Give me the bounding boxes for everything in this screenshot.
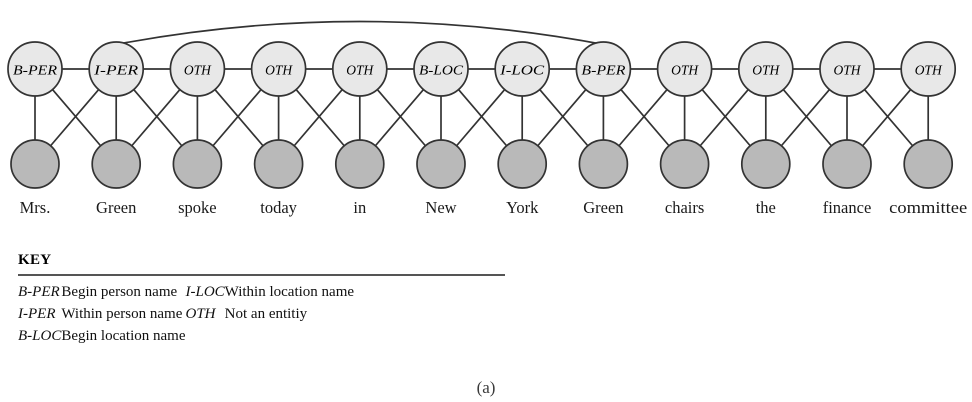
observation-node — [334, 139, 385, 189]
observation-node — [659, 139, 710, 189]
emission-edge-left — [618, 88, 668, 147]
word-label: the — [756, 198, 776, 217]
key-desc-left: Begin location name — [61, 327, 186, 344]
emission-edge-left — [537, 88, 587, 147]
label-node — [575, 41, 632, 97]
observation-node — [740, 139, 791, 189]
observation-nodes-layer — [10, 139, 954, 189]
key-tag-left: B-PER — [18, 284, 60, 300]
observation-node — [10, 139, 60, 189]
label-node-tag: OTH — [265, 63, 293, 78]
word-label: York — [506, 198, 539, 217]
label-node — [7, 41, 63, 97]
emission-edge-right — [701, 88, 751, 147]
label-node — [819, 41, 875, 97]
key-desc-right — [225, 326, 354, 348]
key-tag-left: I-PER — [18, 305, 56, 322]
label-node-tag: B-LOC — [419, 63, 464, 78]
label-node-tag: B-PER — [13, 63, 58, 78]
observation-node — [822, 139, 872, 189]
label-node — [737, 41, 794, 97]
observation-node — [416, 139, 466, 189]
word-label: finance — [823, 198, 872, 217]
label-node — [656, 41, 713, 97]
label-node-tag: OTH — [915, 63, 943, 78]
word-label: chairs — [665, 198, 704, 217]
label-node — [250, 41, 307, 97]
observation-node — [253, 139, 304, 189]
observation-node — [578, 139, 629, 189]
emission-edge-right — [133, 88, 183, 147]
word-label: spoke — [178, 198, 217, 217]
figure-caption: (a) — [476, 378, 496, 397]
emission-edge-right — [457, 88, 508, 147]
crf-graph: B-PER I-PER OTH OTH OTH B-LOC I-LOC B-PER OTH OTH… — [7, 20, 968, 217]
emission-edge-left — [374, 88, 425, 147]
emission-edge-left — [455, 88, 506, 147]
label-node-tag: I-LOC — [499, 63, 545, 78]
key-tag-right: OTH — [185, 305, 216, 322]
label-node-tag: OTH — [833, 63, 861, 78]
key-tag-left: B-LOC — [18, 327, 62, 344]
emission-edge-right — [863, 88, 914, 147]
emission-edge-right — [620, 88, 670, 147]
skip-arc-layer — [113, 20, 607, 46]
key-desc-left: Within person name — [61, 305, 183, 322]
word-label: Mrs. — [20, 198, 51, 217]
observation-node — [91, 139, 142, 189]
label-node-tag: I-PER — [93, 63, 139, 78]
key-divider — [18, 274, 505, 276]
observation-node — [903, 139, 954, 189]
label-node — [494, 41, 551, 97]
label-nodes-layer: B-PER I-PER OTH OTH OTH B-LOC I-LOC B-PER OTH OTH… — [7, 41, 957, 97]
word-label: committee — [889, 198, 967, 217]
emission-edge-right — [51, 88, 102, 147]
emission-edge-right — [295, 88, 345, 147]
emission-edge-left — [212, 88, 262, 147]
emission-edge-right — [376, 88, 427, 147]
key-desc-right: Within location name — [224, 284, 355, 300]
emission-edge-right — [214, 88, 264, 147]
emission-edge-left — [861, 88, 912, 147]
label-node — [331, 41, 388, 97]
word-labels-layer: Mrs. Green spoke today in New York Green chairs t… — [20, 198, 968, 217]
label-node-tag: OTH — [346, 63, 374, 78]
word-label: New — [425, 198, 456, 217]
key-desc-left: Begin person name — [61, 284, 178, 300]
key-tag-right — [185, 326, 224, 348]
label-node-tag: OTH — [671, 63, 699, 78]
observation-node — [497, 139, 548, 189]
key-tag-right: I-LOC — [185, 284, 225, 300]
word-label: in — [353, 198, 366, 217]
word-label: Green — [583, 198, 623, 217]
label-node-tag: OTH — [184, 63, 212, 78]
word-label: today — [260, 198, 297, 217]
emission-edge-right — [539, 88, 589, 147]
label-node — [413, 41, 469, 97]
label-node — [900, 41, 957, 97]
observation-node — [172, 139, 223, 189]
edges-layer — [34, 68, 930, 147]
emission-edge-left — [699, 88, 749, 147]
emission-edge-left — [293, 88, 343, 147]
emission-edge-left — [131, 88, 181, 147]
label-node-tag: B-PER — [581, 63, 626, 78]
word-label: Green — [96, 198, 136, 217]
emission-edge-left — [49, 88, 100, 147]
emission-edge-left — [780, 88, 831, 147]
key-desc-right: Not an entitiy — [224, 305, 308, 322]
emission-edge-right — [782, 88, 833, 147]
label-node-tag: OTH — [752, 63, 780, 78]
skip-chain-arc — [113, 20, 607, 46]
label-node — [169, 41, 226, 97]
label-node — [88, 41, 145, 97]
key-title: KEY — [18, 252, 52, 268]
